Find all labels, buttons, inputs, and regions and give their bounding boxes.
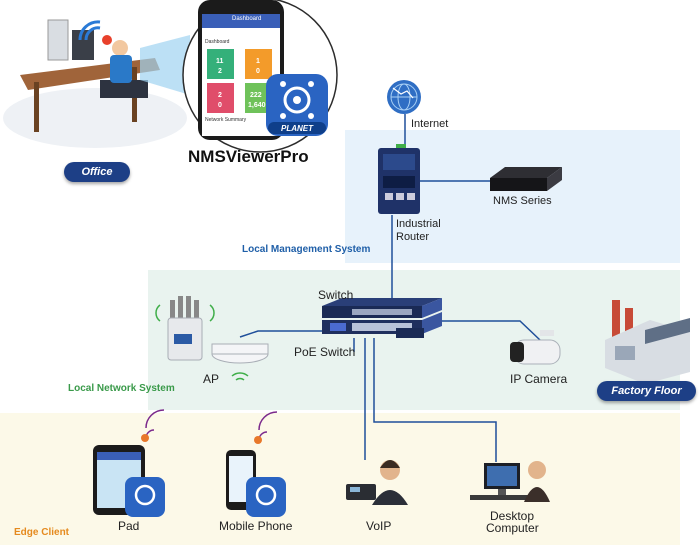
network-zone xyxy=(148,270,680,410)
phone-tile-value: 11 xyxy=(216,58,224,65)
phone-tile-value: 1 xyxy=(256,58,260,65)
planet-brand-logo: PLANET xyxy=(281,124,313,133)
desktop-label-line1: Desktop xyxy=(490,509,535,523)
poe-switch-label: PoE Switch xyxy=(294,345,356,359)
office-badge: Office xyxy=(64,162,130,182)
voip-label: VoIP xyxy=(366,519,392,533)
link-switch-ap xyxy=(239,330,326,338)
ceiling-ap-icon xyxy=(211,343,269,381)
router-label-line2: Router xyxy=(396,231,430,243)
pad-label: Pad xyxy=(118,519,140,533)
internet-label: Internet xyxy=(411,118,449,130)
phone-tile-value: 0 xyxy=(256,68,260,75)
phone-tile-value: 222 xyxy=(250,92,262,99)
internet-globe-icon xyxy=(387,80,421,114)
nms-series-label: NMS Series xyxy=(493,195,552,207)
connection-lines xyxy=(239,114,541,462)
factory-icon xyxy=(605,300,690,384)
edge-zone-label: Edge Client xyxy=(14,527,70,538)
ip-camera-label: IP Camera xyxy=(510,372,568,386)
phone-app-header: Dashboard xyxy=(232,16,262,22)
phone-tile-value: 2 xyxy=(218,68,222,75)
router-label-line1: Industrial xyxy=(396,218,441,230)
mobile-phone-icon xyxy=(226,411,286,517)
switch-label: Switch xyxy=(318,288,354,302)
phone-tile-value: 2 xyxy=(218,92,222,99)
voip-icon xyxy=(346,460,408,505)
mobile-phone-label: Mobile Phone xyxy=(219,519,293,533)
pad-icon xyxy=(93,409,165,517)
outdoor-ap-icon xyxy=(155,296,215,361)
desktop-label-line2: Computer xyxy=(486,521,539,535)
planet-app-icon xyxy=(266,74,328,136)
industrial-router-icon xyxy=(378,144,420,214)
management-zone-label: Local Management System xyxy=(242,244,371,255)
link-switch-camera xyxy=(440,320,541,341)
phone-tile-value: 1,640 xyxy=(248,102,266,109)
factory-floor-badge: Factory Floor xyxy=(597,381,696,401)
phone-app-section: Dashboard xyxy=(205,39,230,45)
app-title: NMSViewerPro xyxy=(188,147,309,166)
ap-label: AP xyxy=(203,372,220,386)
ip-camera-icon xyxy=(510,330,561,365)
office-scene xyxy=(3,19,190,148)
poe-switch-icon xyxy=(322,312,442,338)
phone-app-footer: Network Summary xyxy=(205,117,247,123)
nms-appliance-icon xyxy=(490,167,562,191)
phone-tile-value: 0 xyxy=(218,102,222,109)
link-switch-desktop xyxy=(373,338,497,462)
desktop-computer-icon xyxy=(470,461,550,502)
switch-icon xyxy=(322,298,442,318)
network-zone-label: Local Network System xyxy=(68,383,175,394)
